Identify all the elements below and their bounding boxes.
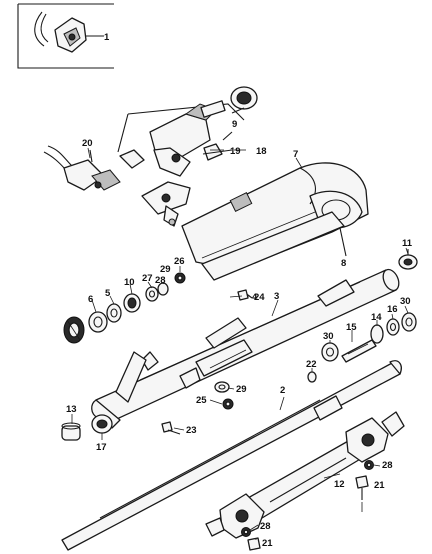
part-15-collar	[341, 339, 377, 363]
callout-23: 23	[186, 425, 197, 436]
part-5-washer	[106, 303, 122, 323]
callout-10: 10	[124, 277, 135, 288]
part-29b-washer	[214, 381, 230, 393]
callout-28a: 28	[382, 460, 393, 471]
part-21b-bolt	[247, 537, 261, 551]
part-16-ring	[386, 318, 400, 336]
callout-9: 9	[232, 119, 237, 130]
callout-30b: 30	[323, 331, 334, 342]
part-11-cap	[398, 249, 418, 270]
part-6-ring	[88, 311, 108, 333]
callout-16: 16	[387, 304, 398, 315]
callout-2: 2	[280, 385, 285, 396]
callout-29b: 29	[236, 384, 247, 395]
callout-3: 3	[274, 291, 279, 302]
part-30b-ring	[321, 342, 339, 362]
part-12-intermediate-shaft	[205, 411, 405, 539]
callout-30a: 30	[400, 296, 411, 307]
part-14-ring	[370, 324, 384, 344]
callout-11: 11	[402, 238, 413, 249]
callout-17: 17	[96, 442, 107, 453]
part-25-nut	[222, 398, 234, 410]
callout-20: 20	[82, 138, 93, 149]
part-2-steering-shaft	[61, 360, 402, 551]
part-24-bolt	[237, 289, 249, 301]
bearing-stack	[63, 272, 186, 344]
part-21a-bolt	[355, 475, 369, 500]
callout-29a: 29	[160, 264, 171, 275]
callout-7: 7	[293, 149, 298, 160]
callout-6: 6	[88, 294, 93, 305]
callout-8: 8	[341, 258, 346, 269]
callout-28b: 28	[260, 521, 271, 532]
callout-14: 14	[371, 312, 382, 323]
callout-13: 13	[66, 404, 77, 415]
callout-22: 22	[306, 359, 317, 370]
part-20-connector	[43, 145, 121, 191]
callout-18: 18	[256, 146, 267, 157]
callout-28c: 28	[155, 275, 166, 286]
part-22-clip	[307, 371, 317, 383]
part-23-bolt	[161, 421, 181, 435]
callout-5: 5	[105, 288, 111, 299]
callout-4: 4	[252, 292, 258, 303]
callout-19: 19	[230, 146, 241, 157]
part-30a-ring	[401, 312, 417, 332]
callout-26: 26	[174, 256, 185, 267]
part-17-seal	[91, 414, 113, 434]
callout-1: 1	[104, 32, 110, 43]
leader-lines	[71, 35, 409, 540]
callout-15: 15	[346, 322, 357, 333]
part-29-clip	[157, 282, 169, 296]
combination-switch-part	[34, 11, 104, 53]
part-27-washer	[145, 286, 159, 302]
inset-box	[17, 3, 114, 69]
callout-25: 25	[196, 395, 207, 406]
part-28a-nut	[364, 460, 374, 470]
callout-21b: 21	[262, 538, 273, 549]
part-13-bushing	[61, 422, 81, 441]
part-4-bearing	[63, 316, 85, 344]
callout-24: 24	[254, 292, 265, 303]
lock-bracket	[141, 181, 191, 227]
part-7-column-cover	[181, 162, 369, 281]
part-28b-nut	[241, 527, 251, 537]
callout-labels: 1 2 3 4 5 6 7 8 9 10 11 12 13 14 15 16 1…	[66, 32, 413, 549]
ignition-lock-assembly	[117, 100, 245, 177]
callout-27: 27	[142, 273, 153, 284]
part-9-bushing	[230, 86, 258, 114]
callout-12: 12	[334, 479, 345, 490]
callout-21a: 21	[374, 480, 385, 491]
